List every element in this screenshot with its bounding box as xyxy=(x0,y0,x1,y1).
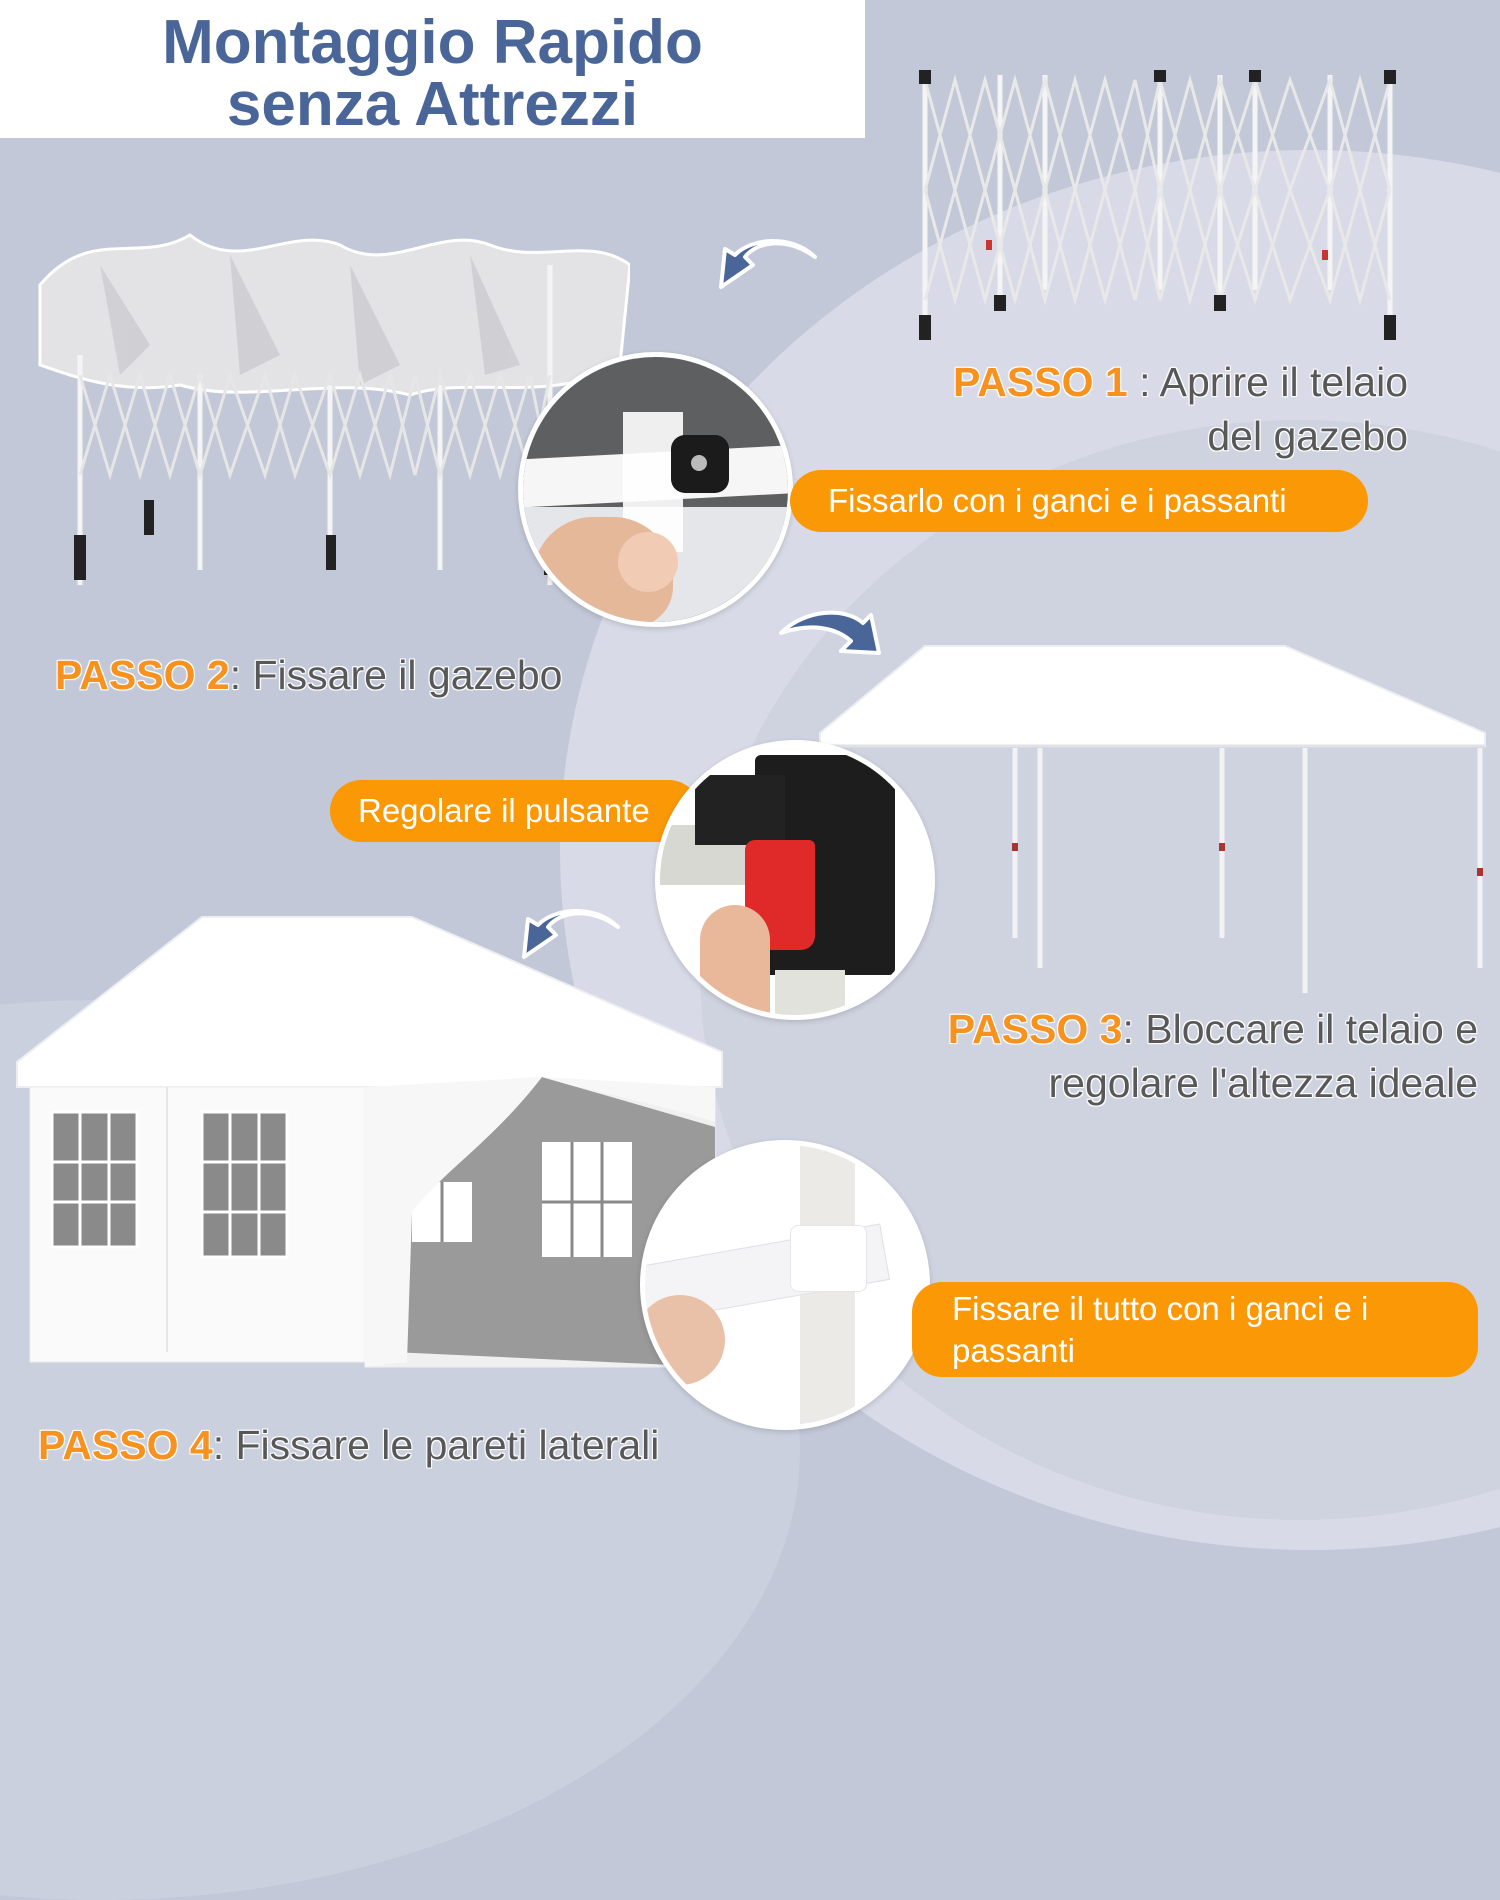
curved-arrow-right-icon xyxy=(779,610,881,655)
step-4-label: PASSO 4 xyxy=(38,1422,213,1468)
title-line-2: senza Attrezzi xyxy=(226,70,639,139)
gazebo-frame-with-canopy-image xyxy=(38,233,630,585)
title-line-1: Montaggio Rapido xyxy=(162,8,703,77)
callout-hook-loop-text: Fissarlo con i ganci e i passanti xyxy=(828,482,1287,519)
hook-loop-closeup-image xyxy=(518,352,793,627)
step-1-separator: : xyxy=(1127,359,1160,405)
curved-arrow-left-icon xyxy=(719,239,817,289)
step-3-caption: PASSO 3: Bloccare il telaio e regolare l… xyxy=(880,1002,1478,1110)
gazebo-frame-expanded-image xyxy=(919,70,1396,340)
step-1-caption: PASSO 1 : Aprire il telaio del gazebo xyxy=(908,355,1408,463)
step-4-caption: PASSO 4: Fissare le pareti laterali xyxy=(38,1418,659,1472)
callout-secure-all-text-line-1: Fissare il tutto con i ganci e i xyxy=(952,1289,1369,1327)
step-4-text: Fissare le pareti laterali xyxy=(235,1422,660,1468)
curved-arrow-left-icon xyxy=(522,909,620,959)
step-2-text: Fissare il gazebo xyxy=(252,652,563,698)
gazebo-canopy-image xyxy=(819,645,1486,993)
step-3-separator: : xyxy=(1122,1006,1146,1052)
step-1-label: PASSO 1 xyxy=(952,359,1128,405)
lock-button-closeup-image xyxy=(655,740,935,1020)
step-3-text-line-2: regolare l'altezza ideale xyxy=(1048,1060,1478,1106)
strap-closeup-image xyxy=(640,1140,930,1430)
step-1-text-line-2: del gazebo xyxy=(1207,413,1408,459)
gazebo-with-side-walls-image xyxy=(16,916,723,1368)
step-4-separator: : xyxy=(212,1422,236,1468)
step-2-label: PASSO 2 xyxy=(55,652,230,698)
step-3-label: PASSO 3 xyxy=(947,1006,1123,1052)
callout-adjust-button: Regolare il pulsante xyxy=(330,780,700,842)
callout-secure-all-text-line-2: passanti xyxy=(952,1331,1075,1369)
step-2-separator: : xyxy=(229,652,253,698)
title-banner: Montaggio Rapido senza Attrezzi xyxy=(0,0,865,138)
step-2-caption: PASSO 2: Fissare il gazebo xyxy=(55,648,562,702)
callout-adjust-button-text: Regolare il pulsante xyxy=(358,792,650,829)
callout-hook-loop: Fissarlo con i ganci e i passanti xyxy=(790,470,1368,532)
step-1-text-line-1: Aprire il telaio xyxy=(1159,359,1408,405)
callout-secure-all: Fissare il tutto con i ganci e i passant… xyxy=(912,1282,1478,1377)
step-3-text-line-1: Bloccare il telaio e xyxy=(1145,1006,1478,1052)
